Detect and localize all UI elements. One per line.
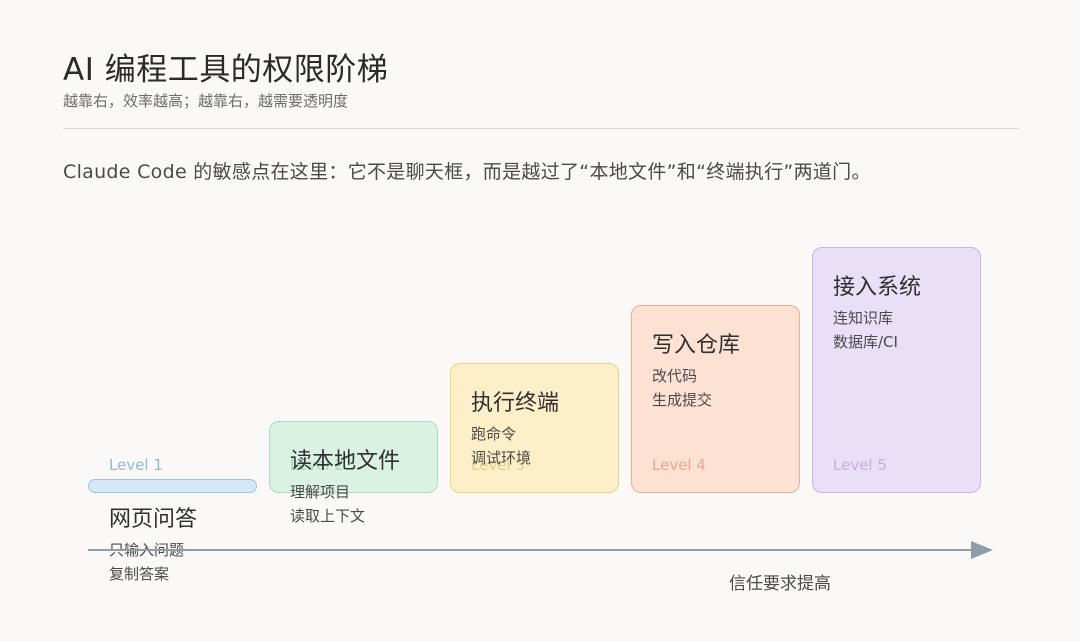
level-4-detail-1: 改代码 (652, 367, 698, 385)
page-title: AI 编程工具的权限阶梯 (63, 52, 389, 88)
level-5-detail-2: 数据库/CI (833, 333, 898, 351)
level-2-step-box (269, 421, 438, 493)
trust-axis-line (88, 549, 973, 551)
level-2-detail-1: 理解项目 (290, 483, 351, 501)
level-2-name: 读本地文件 (290, 449, 401, 474)
level-1-detail-2: 复制答案 (109, 565, 170, 583)
intro-text: Claude Code 的敏感点在这里：它不是聊天框，而是越过了“本地文件”和“… (63, 161, 871, 183)
level-3-detail-2: 调试环境 (471, 449, 532, 467)
level-3-label: Level 3 (471, 456, 525, 474)
trust-axis-label: 信任要求提高 (729, 574, 831, 594)
header-divider (63, 128, 1019, 129)
level-2-label: Level 2 (290, 456, 344, 474)
level-2-detail-2: 读取上下文 (290, 507, 366, 525)
level-1-step-box (88, 479, 257, 493)
level-4-detail-2: 生成提交 (652, 391, 713, 409)
level-5-label: Level 5 (833, 456, 887, 474)
level-4-label: Level 4 (652, 456, 706, 474)
level-5-detail-1: 连知识库 (833, 309, 894, 327)
level-3-name: 执行终端 (471, 391, 560, 416)
level-1-name: 网页问答 (109, 507, 198, 532)
level-5-step-box (812, 247, 981, 493)
trust-axis-arrow-icon (971, 541, 993, 559)
level-3-step-box (450, 363, 619, 493)
level-3-detail-1: 跑命令 (471, 425, 517, 443)
level-1-label: Level 1 (109, 456, 163, 474)
level-4-name: 写入仓库 (652, 333, 741, 358)
level-5-name: 接入系统 (833, 275, 922, 300)
page-subtitle: 越靠右，效率越高；越靠右，越需要透明度 (63, 92, 349, 110)
level-4-step-box (631, 305, 800, 493)
